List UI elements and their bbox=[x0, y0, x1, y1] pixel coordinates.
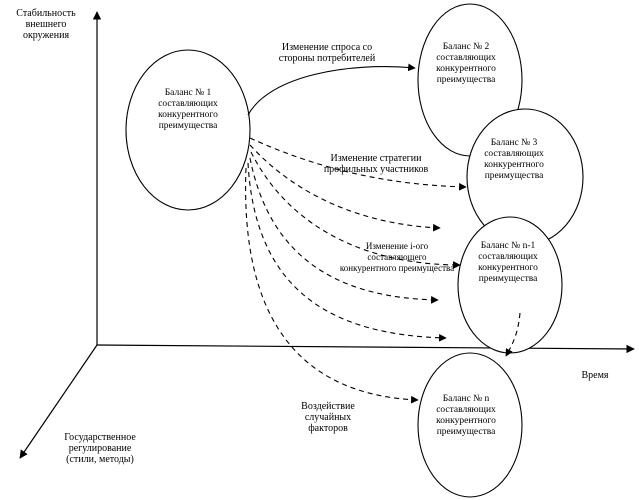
y-axis-label-line: Стабильность bbox=[16, 8, 76, 19]
edge-label-line: случайных bbox=[304, 412, 352, 423]
edge-label-component-change: Изменение i-ого составляющего конкурентн… bbox=[322, 241, 472, 274]
node-line: составляющих bbox=[158, 99, 218, 109]
edge-to-balance-3 bbox=[249, 137, 467, 191]
y-axis-label: Стабильность внешнего окружения bbox=[6, 8, 86, 41]
x-axis bbox=[96, 344, 635, 354]
edge-to-balance-n bbox=[245, 167, 419, 404]
nodes bbox=[125, 3, 584, 498]
edge-label-line: Воздействие bbox=[301, 401, 355, 412]
edge-label-line: составляющего bbox=[367, 252, 427, 262]
node-balance-1-text: Баланс № 1 составляющих конкурентного пр… bbox=[140, 88, 236, 132]
edge-mid-3 bbox=[247, 162, 447, 342]
edge-label-strategy-change: Изменение стратегии профильных участнико… bbox=[306, 153, 446, 175]
node-line: преимущества bbox=[478, 274, 538, 284]
z-axis-label-line: регулирование bbox=[68, 443, 132, 454]
edge-label-line: профильных участников bbox=[323, 164, 429, 175]
node-title: Баланс № n-1 bbox=[480, 241, 536, 251]
edge-mid-2 bbox=[249, 157, 439, 304]
node-line: составляющих bbox=[478, 252, 538, 262]
z-axis-label-line: Государственное bbox=[64, 432, 136, 443]
node-title: Баланс № 1 bbox=[164, 88, 212, 98]
node-line: конкурентного bbox=[478, 263, 538, 273]
node-line: конкурентного bbox=[484, 160, 544, 170]
edge-label-line: Изменение спроса со bbox=[281, 42, 373, 53]
node-title: Баланс № 3 bbox=[490, 138, 538, 148]
node-line: составляющих bbox=[436, 53, 496, 63]
node-balance-n bbox=[417, 352, 523, 498]
node-title: Баланс № n bbox=[442, 394, 490, 404]
dashed-edges bbox=[245, 137, 521, 404]
z-axis-label-line: (стили, методы) bbox=[66, 454, 134, 465]
node-balance-3-text: Баланс № 3 составляющих конкурентного пр… bbox=[466, 138, 562, 182]
node-balance-1 bbox=[125, 49, 251, 211]
node-line: конкурентного bbox=[436, 64, 496, 74]
node-line: преимущества bbox=[436, 427, 496, 437]
node-line: преимущества bbox=[436, 75, 496, 85]
node-balance-2-text: Баланс № 2 составляющих конкурентного пр… bbox=[418, 42, 514, 86]
node-line: преимущества bbox=[158, 121, 218, 131]
node-line: конкурентного bbox=[158, 110, 218, 120]
node-title: Баланс № 2 bbox=[442, 42, 490, 52]
z-axis bbox=[19, 344, 98, 459]
edge-label-line: конкурентного преимущества bbox=[339, 263, 455, 273]
y-axis-label-line: окружения bbox=[22, 30, 70, 41]
node-balance-n-1-text: Баланс № n-1 составляющих конкурентного … bbox=[460, 241, 556, 285]
z-axis-label: Государственное регулирование (стили, ме… bbox=[40, 432, 160, 465]
x-axis-label-text: Время bbox=[581, 370, 609, 381]
node-balance-n-1 bbox=[457, 216, 563, 354]
node-line: конкурентного bbox=[436, 416, 496, 426]
node-line: составляющих bbox=[436, 405, 496, 415]
x-axis-label: Время bbox=[565, 370, 625, 381]
node-line: составляющих bbox=[484, 149, 544, 159]
edge-to-balance-n-1 bbox=[250, 151, 461, 269]
edge-label-demand-change: Изменение спроса со стороны потребителей bbox=[262, 42, 392, 64]
node-line: преимущества bbox=[484, 171, 544, 181]
axes bbox=[19, 11, 635, 459]
edge-label-line: факторов bbox=[308, 423, 348, 434]
edge-label-random-factors: Воздействие случайных факторов bbox=[288, 401, 368, 434]
edge-demand-change bbox=[247, 63, 416, 116]
y-axis-label-line: внешнего bbox=[25, 19, 67, 30]
edge-label-line: стороны потребителей bbox=[278, 53, 376, 64]
edge-label-line: Изменение i-ого bbox=[365, 241, 429, 251]
node-balance-n-text: Баланс № n составляющих конкурентного пр… bbox=[418, 394, 514, 438]
edge-label-line: Изменение стратегии bbox=[330, 153, 422, 164]
